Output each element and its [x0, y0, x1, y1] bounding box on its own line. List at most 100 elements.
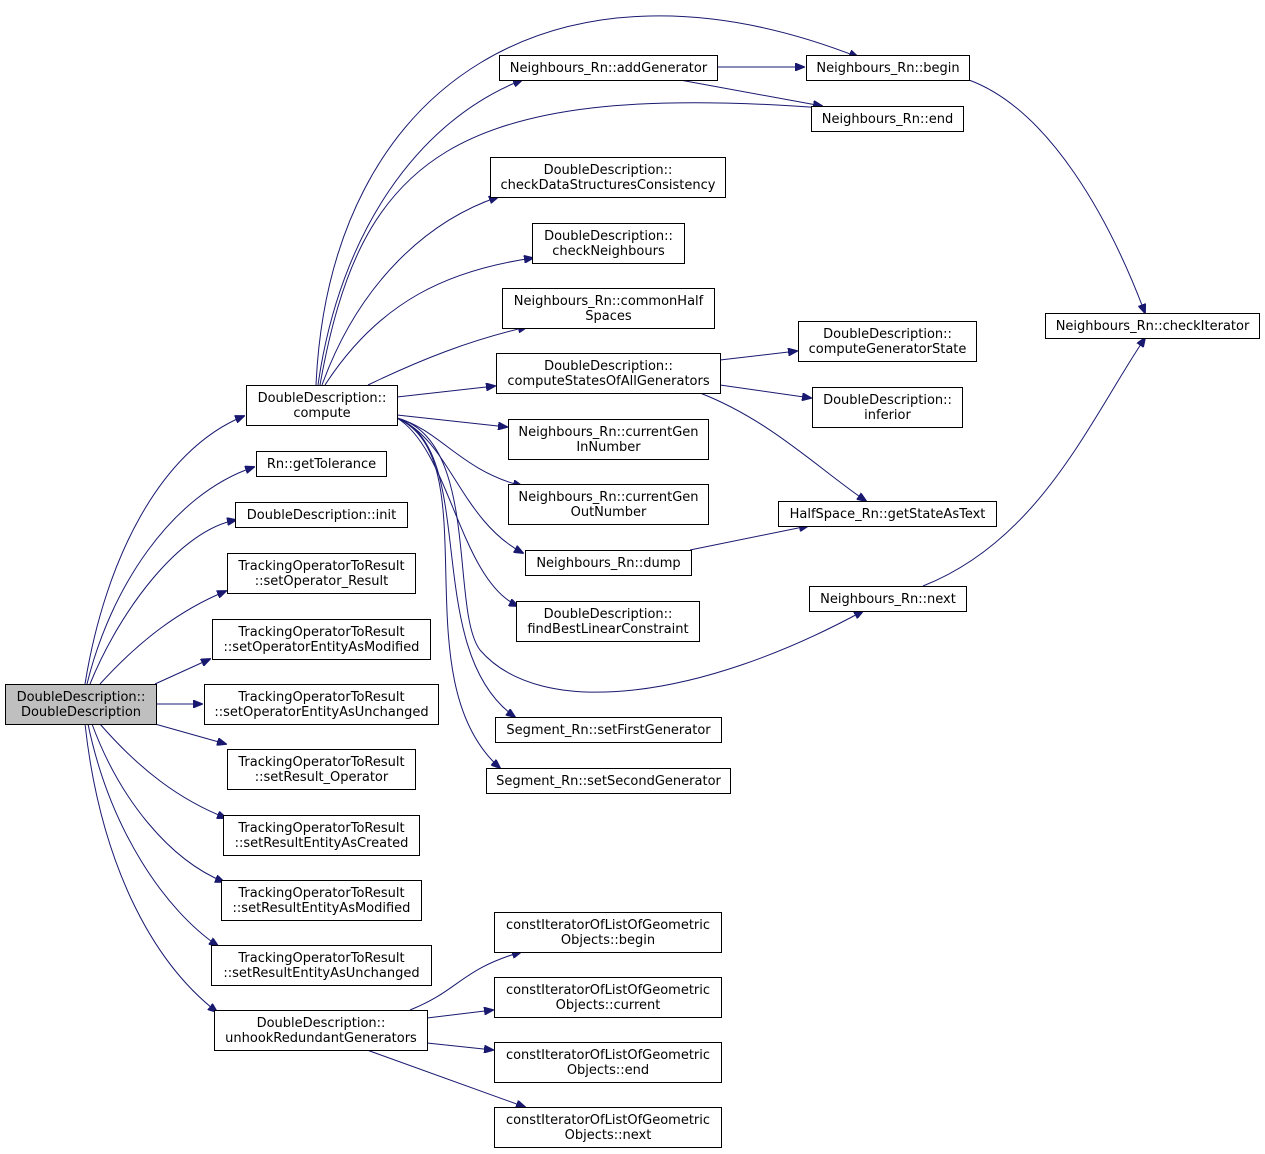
node-cilNext[interactable]: constIteratorOfListOfGeometricObjects::n… — [494, 1107, 722, 1148]
edge-nbBegin-to-checkIterator — [968, 79, 1145, 313]
node-label: TrackingOperatorToResult — [237, 755, 404, 770]
node-getStateAsText[interactable]: HalfSpace_Rn::getStateAsText — [778, 501, 997, 527]
edge-unhookRedundantGenerators-to-cilNext — [366, 1049, 525, 1107]
node-box — [809, 586, 967, 612]
node-unhookRedundantGenerators[interactable]: DoubleDescription::unhookRedundantGenera… — [214, 1010, 428, 1051]
node-label: DoubleDescription:: — [823, 327, 952, 342]
node-box — [227, 749, 416, 790]
node-label: Objects::begin — [561, 933, 655, 948]
node-label: constIteratorOfListOfGeometric — [506, 1048, 710, 1063]
node-label: ::setOperatorEntityAsModified — [224, 640, 420, 655]
node-box — [499, 55, 718, 81]
node-label: Rn::getTolerance — [267, 457, 376, 472]
node-cilEnd[interactable]: constIteratorOfListOfGeometricObjects::e… — [494, 1042, 722, 1083]
edge-root-to-getTolerance — [86, 467, 254, 685]
node-box — [811, 106, 964, 132]
node-computeGeneratorState[interactable]: DoubleDescription::computeGeneratorState — [798, 321, 977, 362]
edge-root-to-setOperatorEntityAsModified — [154, 659, 210, 685]
node-setOperatorEntityAsUnchanged[interactable]: TrackingOperatorToResult::setOperatorEnt… — [204, 684, 439, 725]
node-dump[interactable]: Neighbours_Rn::dump — [525, 550, 692, 576]
node-checkIterator[interactable]: Neighbours_Rn::checkIterator — [1045, 313, 1260, 339]
node-box — [496, 353, 721, 394]
node-setResult_Operator[interactable]: TrackingOperatorToResult::setResult_Oper… — [227, 749, 416, 790]
node-cilBegin[interactable]: constIteratorOfListOfGeometricObjects::b… — [494, 912, 722, 953]
node-label: DoubleDescription:: — [823, 393, 952, 408]
node-box — [256, 451, 387, 477]
node-label: Neighbours_Rn::currentGen — [518, 425, 698, 440]
edge-compute-to-nbBegin — [315, 15, 858, 386]
edge-computeStatesOfAllGenerators-to-computeGeneratorState — [719, 351, 797, 361]
node-label: Neighbours_Rn::addGenerator — [510, 61, 708, 76]
node-computeStatesOfAllGenerators[interactable]: DoubleDescription::computeStatesOfAllGen… — [496, 353, 721, 394]
node-label: TrackingOperatorToResult — [237, 951, 404, 966]
node-box — [227, 553, 416, 594]
node-checkDataStructuresConsistency[interactable]: DoubleDescription::checkDataStructuresCo… — [490, 157, 726, 198]
node-box — [508, 484, 709, 525]
node-box — [516, 601, 700, 642]
node-box — [221, 880, 422, 921]
node-label: checkNeighbours — [552, 244, 665, 259]
edge-unhookRedundantGenerators-to-cilBegin — [409, 952, 521, 1011]
edge-computeStatesOfAllGenerators-to-inferior — [719, 384, 811, 398]
node-getTolerance[interactable]: Rn::getTolerance — [256, 451, 387, 477]
node-box — [1045, 313, 1260, 339]
node-label: DoubleDescription::init — [247, 508, 396, 523]
node-label: OutNumber — [571, 505, 647, 520]
node-box — [494, 977, 722, 1018]
node-nbBegin[interactable]: Neighbours_Rn::begin — [806, 55, 970, 81]
node-box — [502, 288, 715, 329]
node-label: TrackingOperatorToResult — [237, 625, 404, 640]
node-cilCurrent[interactable]: constIteratorOfListOfGeometricObjects::c… — [494, 977, 722, 1018]
edge-compute-to-nbNext — [396, 417, 863, 693]
node-setResultEntityAsModified[interactable]: TrackingOperatorToResult::setResultEntit… — [221, 880, 422, 921]
edge-root-to-setOperator_Result — [99, 591, 226, 685]
node-label: ::setOperator_Result — [255, 574, 389, 589]
edge-compute-to-checkNeighbours — [324, 258, 533, 386]
edge-compute-to-setFirstGenerator — [396, 417, 515, 717]
node-inferior[interactable]: DoubleDescription::inferior — [812, 387, 963, 428]
node-checkNeighbours[interactable]: DoubleDescription::checkNeighbours — [532, 223, 685, 264]
edge-compute-to-currentGenInNumber — [396, 414, 507, 427]
node-setOperatorEntityAsModified[interactable]: TrackingOperatorToResult::setOperatorEnt… — [212, 619, 431, 660]
node-setSecondGenerator[interactable]: Segment_Rn::setSecondGenerator — [486, 768, 731, 794]
node-setResultEntityAsUnchanged[interactable]: TrackingOperatorToResult::setResultEntit… — [211, 945, 432, 986]
node-label: Segment_Rn::setSecondGenerator — [496, 774, 721, 789]
node-label: ::setResultEntityAsModified — [233, 901, 411, 916]
edge-nbNext-to-checkIterator — [922, 338, 1145, 587]
edge-root-to-compute — [84, 416, 244, 685]
edge-unhookRedundantGenerators-to-cilCurrent — [426, 1010, 493, 1019]
node-label: DoubleDescription:: — [544, 359, 673, 374]
node-label: Segment_Rn::setFirstGenerator — [506, 723, 711, 738]
node-label: computeStatesOfAllGenerators — [507, 374, 709, 389]
node-label: TrackingOperatorToResult — [237, 690, 404, 705]
node-compute[interactable]: DoubleDescription::compute — [246, 385, 398, 426]
node-box — [525, 550, 692, 576]
node-label: checkDataStructuresConsistency — [501, 178, 716, 193]
node-setOperator_Result[interactable]: TrackingOperatorToResult::setOperator_Re… — [227, 553, 416, 594]
edge-dump-to-getStateAsText — [689, 526, 808, 551]
node-label: Neighbours_Rn::dump — [536, 556, 680, 571]
node-box — [211, 945, 432, 986]
node-nbNext[interactable]: Neighbours_Rn::next — [809, 586, 967, 612]
node-label: DoubleDescription:: — [257, 1016, 386, 1031]
node-label: constIteratorOfListOfGeometric — [506, 983, 710, 998]
node-setResultEntityAsCreated[interactable]: TrackingOperatorToResult::setResultEntit… — [223, 815, 420, 856]
edge-root-to-unhookRedundantGenerators — [84, 723, 217, 1012]
node-nbEnd[interactable]: Neighbours_Rn::end — [811, 106, 964, 132]
node-label: DoubleDescription:: — [544, 229, 673, 244]
node-findBestLinearConstraint[interactable]: DoubleDescription::findBestLinearConstra… — [516, 601, 700, 642]
node-setFirstGenerator[interactable]: Segment_Rn::setFirstGenerator — [495, 717, 722, 743]
node-label: inferior — [864, 408, 911, 423]
node-init[interactable]: DoubleDescription::init — [235, 502, 408, 528]
node-label: Spaces — [585, 309, 632, 324]
edge-computeStatesOfAllGenerators-to-getStateAsText — [699, 392, 866, 501]
node-box — [494, 1042, 722, 1083]
edge-root-to-init — [89, 520, 236, 685]
node-label: unhookRedundantGenerators — [225, 1031, 417, 1046]
node-addGenerator[interactable]: Neighbours_Rn::addGenerator — [499, 55, 718, 81]
edge-compute-to-commonHalfSpaces — [367, 327, 527, 386]
